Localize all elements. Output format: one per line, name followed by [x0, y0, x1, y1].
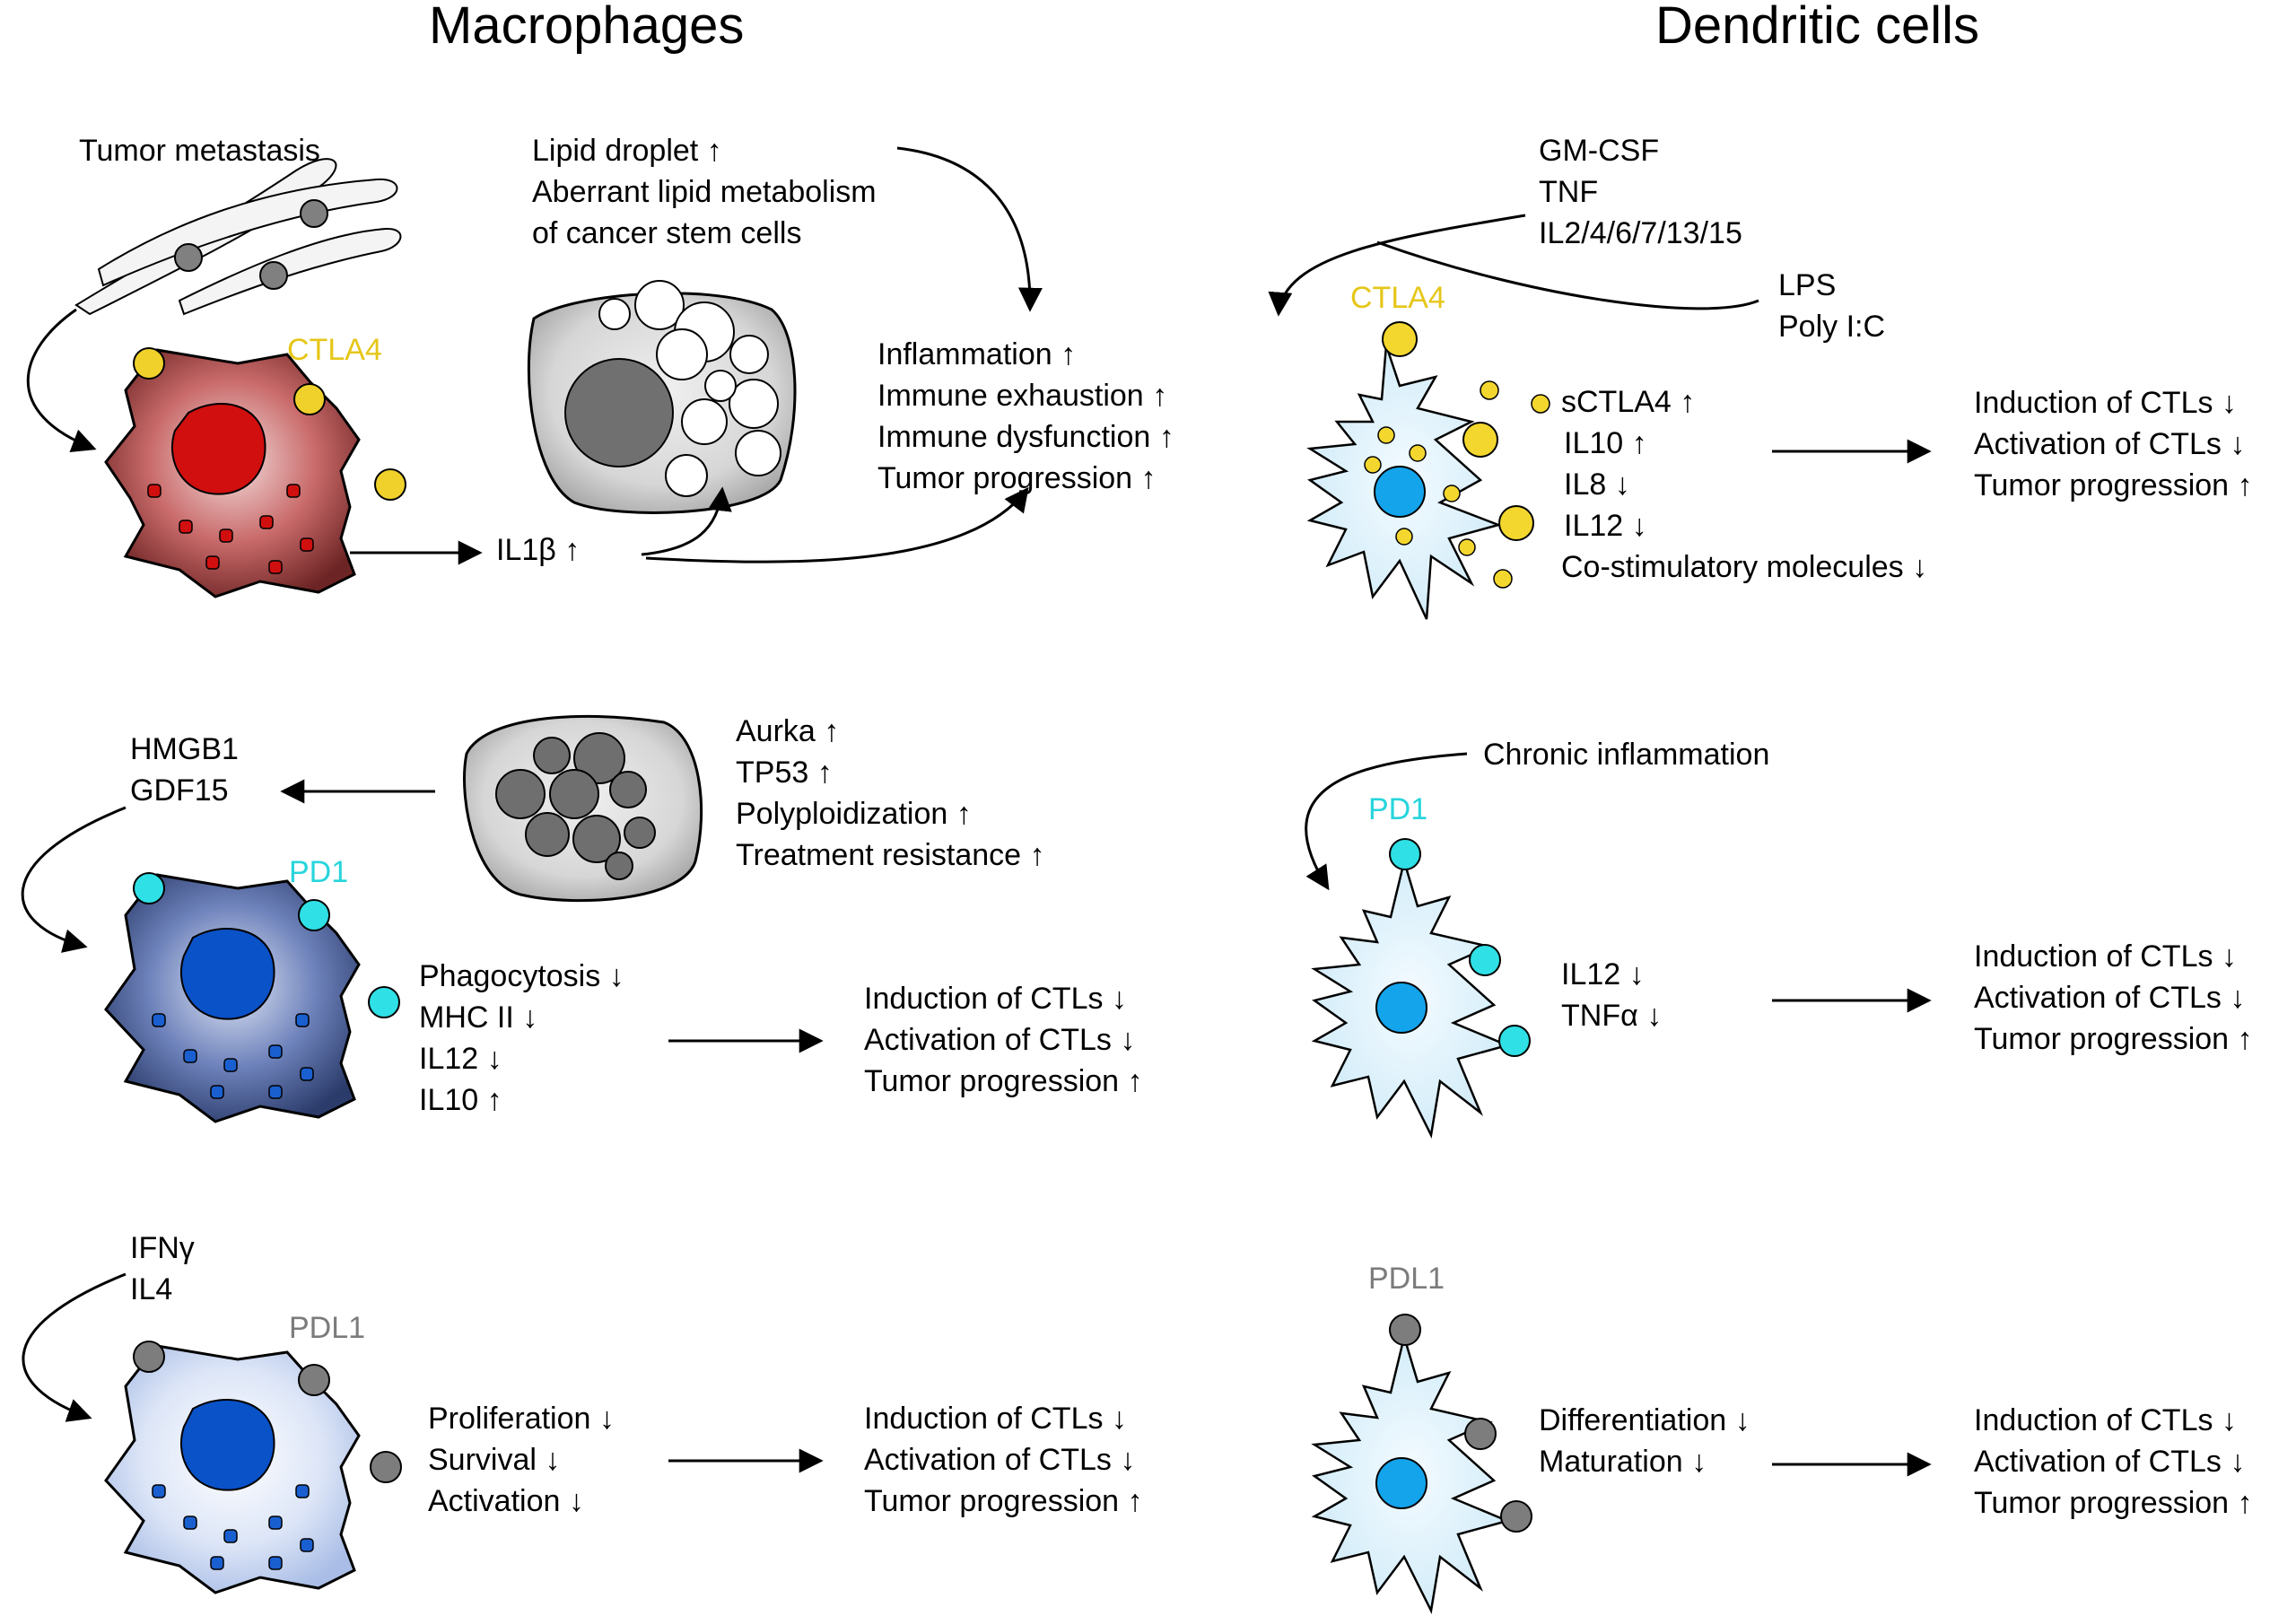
dc-pdl1-label: PDL1 — [1368, 1262, 1445, 1296]
ctla4-macrophage — [104, 347, 406, 598]
macro-pd1-label: PD1 — [289, 855, 349, 889]
dc-pd1-label: PD1 — [1368, 792, 1428, 826]
macro-row1-effects: Inflammation ↑ Immune exhaustion ↑ Immun… — [877, 337, 1174, 495]
metastatic-tumor-cells — [74, 158, 402, 316]
arrow-lipid-to-effects — [896, 146, 1043, 312]
macro-ctla4-label: CTLA4 — [287, 333, 382, 367]
dc-row3-effects: Differentiation ↓ Maturation ↓ — [1539, 1403, 1750, 1479]
dc-row2-effects: IL12 ↓ TNFα ↓ — [1561, 957, 1663, 1033]
dc-row1-outcomes: Induction of CTLs ↓ Activation of CTLs ↓… — [1974, 386, 2253, 502]
arrow-ifng-to-macrophage — [22, 1272, 127, 1422]
dc-row1-effects: sCTLA4 ↑ IL10 ↑ IL8 ↓ IL12 ↓ Co-stimulat… — [1561, 385, 1928, 584]
dc-cytokine-inputs: GM-CSF TNF IL2/4/6/7/13/15 — [1539, 134, 1742, 250]
arrow-metastasis-to-macrophage — [26, 308, 97, 452]
hmgb1-gdf15-inputs: HMGB1 GDF15 — [130, 732, 239, 808]
macro-row2-effects: Phagocytosis ↓ MHC II ↓ IL12 ↓ IL10 ↑ — [419, 959, 624, 1117]
macro-row3-effects: Proliferation ↓ Survival ↓ Activation ↓ — [428, 1402, 615, 1518]
macrophages-heading: Macrophages — [429, 0, 745, 55]
arrow-il1b-to-effects — [645, 486, 1029, 563]
arrow-cytokines-to-dc — [1268, 214, 1526, 317]
macro-row3-outcomes: Induction of CTLs ↓ Activation of CTLs ↓… — [864, 1402, 1143, 1518]
tumor-metastasis-label: Tumor metastasis — [79, 134, 320, 168]
dc-lps-inputs: LPS Poly I:C — [1778, 268, 1886, 344]
line-lps-merge — [1376, 240, 1759, 310]
pd1-dendritic-cell — [1311, 838, 1531, 1139]
arrow-il1b-to-lipid-cell — [641, 486, 732, 556]
arrow-inflammation-to-dc — [1305, 752, 1468, 891]
pdl1-macrophage — [104, 1341, 402, 1594]
polyploid-effects: Aurka ↑ TP53 ↑ Polyploidization ↑ Treatm… — [736, 714, 1045, 872]
lipid-text: Lipid droplet ↑ Aberrant lipid metabolis… — [532, 134, 877, 250]
dc-row3-outcomes: Induction of CTLs ↓ Activation of CTLs ↓… — [1974, 1403, 2253, 1520]
chronic-inflammation-label: Chronic inflammation — [1483, 738, 1770, 772]
dendritic-cells-heading: Dendritic cells — [1655, 0, 1979, 55]
ifng-il4-inputs: IFNγ IL4 — [130, 1231, 195, 1306]
pd1-macrophage — [104, 872, 400, 1123]
dc-ctla4-label: CTLA4 — [1350, 281, 1445, 315]
ctla4-dendritic-cell — [1306, 321, 1550, 620]
macro-pdl1-label: PDL1 — [289, 1311, 366, 1345]
dc-row2-outcomes: Induction of CTLs ↓ Activation of CTLs ↓… — [1974, 939, 2253, 1056]
pdl1-dendritic-cell — [1311, 1314, 1532, 1614]
cancer-stem-cell-lipid — [527, 280, 797, 514]
il1b-label: IL1β ↑ — [496, 533, 581, 567]
arrow-hmgb1-to-macrophage — [21, 806, 127, 953]
macro-row2-outcomes: Induction of CTLs ↓ Activation of CTLs ↓… — [864, 982, 1143, 1098]
polyploid-cancer-cell — [463, 714, 703, 903]
